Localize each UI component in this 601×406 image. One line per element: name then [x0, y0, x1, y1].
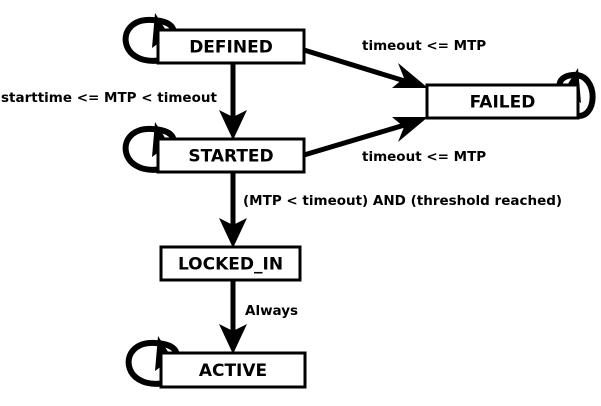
defined-to-started-arrowhead [219, 110, 247, 140]
transition-defined-to-started [219, 63, 247, 140]
state-active-box[interactable] [159, 351, 307, 389]
defined-to-failed-arrowhead [392, 63, 428, 88]
state-locked-in-label: LOCKED_IN [178, 255, 283, 275]
locked-in-to-active-arrowhead [219, 324, 247, 354]
state-failed-label: FAILED [470, 93, 536, 113]
state-started-label: STARTED [188, 147, 273, 167]
transition-defined-to-failed [303, 47, 428, 88]
started-to-failed-arrowhead [392, 117, 428, 142]
state-defined[interactable]: DEFINED [156, 28, 306, 65]
state-started[interactable]: STARTED [156, 137, 306, 174]
transition-started-to-locked-in [219, 172, 247, 248]
state-failed-box[interactable] [425, 83, 580, 120]
state-defined-box[interactable] [156, 28, 306, 65]
state-locked-in-box[interactable] [159, 245, 302, 282]
state-active-label: ACTIVE [199, 361, 267, 381]
transition-started-to-failed [303, 117, 428, 158]
edge-label-timeout-mtp-bottom: timeout <= MTP [362, 149, 486, 165]
state-started-box[interactable] [156, 137, 306, 174]
state-active[interactable]: ACTIVE [159, 351, 307, 389]
started-to-locked-in-arrowhead [219, 218, 247, 248]
edge-label-timeout-mtp-top: timeout <= MTP [362, 38, 486, 54]
started-to-failed-line [303, 121, 409, 158]
state-defined-label: DEFINED [189, 38, 273, 58]
defined-to-failed-line [303, 47, 409, 85]
state-failed[interactable]: FAILED [425, 83, 580, 120]
edge-label-starttime-mtp-timeout: starttime <= MTP < timeout [1, 90, 217, 106]
edge-label-threshold-reached: (MTP < timeout) AND (threshold reached) [243, 193, 562, 209]
transition-locked-in-to-active [219, 280, 247, 354]
state-locked-in[interactable]: LOCKED_IN [159, 245, 302, 282]
edge-label-always: Always [245, 303, 298, 319]
